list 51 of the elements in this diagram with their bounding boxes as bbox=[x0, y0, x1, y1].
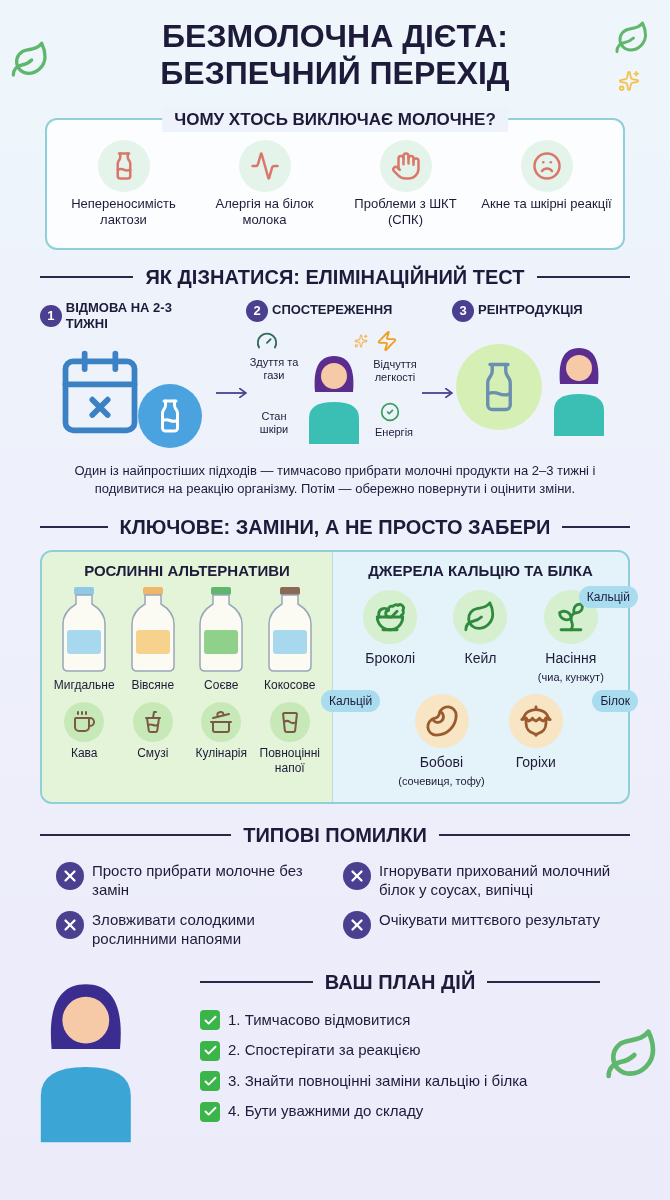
section-heading: КЛЮЧОВЕ: ЗАМІНИ, А НЕ ПРОСТО ЗАБЕРИ bbox=[119, 514, 551, 540]
title: БЕЗМОЛОЧНА ДІЄТА: БЕЗПЕЧНИЙ ПЕРЕХІД bbox=[159, 18, 511, 92]
panel-heading: ДЖЕРЕЛА КАЛЬЦІЮ ТА БІЛКА bbox=[367, 560, 594, 581]
arrow bbox=[421, 386, 453, 399]
step-number: 2 bbox=[246, 299, 268, 322]
reason-text: Акне та шкірні реакції bbox=[481, 195, 612, 212]
tag-pill: Кальцій bbox=[578, 585, 638, 608]
item-label: Вівсяне bbox=[131, 677, 175, 695]
item-note: (чиа, кунжут) bbox=[537, 670, 604, 686]
tag-pill: Кальцій bbox=[321, 689, 381, 712]
step-heading: СПОСТЕРЕЖЕННЯ bbox=[272, 302, 393, 319]
panel-heading: РОСЛИННІ АЛЬТЕРНАТИВИ bbox=[83, 560, 291, 581]
item-label: Мигдальне bbox=[53, 677, 115, 695]
reason-text: Непереносимість лактози bbox=[70, 195, 177, 229]
mistake-text: Зловживати солодкими рослинними напоями bbox=[92, 911, 256, 949]
reason-text: Алергія на білок молока bbox=[214, 195, 315, 229]
plan-step: 2. Спостерігати за реакцією bbox=[228, 1039, 421, 1062]
step-number: 1 bbox=[40, 304, 62, 327]
item-label: Насіння bbox=[545, 649, 597, 669]
section-heading: ТИПОВІ ПОМИЛКИ bbox=[243, 822, 427, 848]
item-label: Бобові bbox=[419, 752, 464, 772]
panel bbox=[42, 551, 332, 802]
item-note: (сочевиця, тофу) bbox=[398, 773, 485, 789]
section-heading: ВАШ ПЛАН ДІЙ bbox=[324, 969, 476, 995]
reason-text: Проблеми з ШКТ (СПК) bbox=[353, 195, 458, 229]
mistake-text: Просто прибрати молочне без замін bbox=[92, 861, 304, 900]
step-heading: ВІДМОВА НА 2-3 ТИЖНІ bbox=[65, 299, 173, 333]
plan-step: 3. Знайти повноцінні заміни кальцію і білка bbox=[228, 1069, 528, 1093]
observation-text: Відчуття легкості bbox=[372, 357, 418, 386]
mistake-text: Очікувати миттєвого результату bbox=[379, 911, 601, 931]
observation-text: Енергія bbox=[373, 425, 415, 440]
item-label: Смузі bbox=[137, 746, 169, 762]
plan-step: 1. Тимчасово відмовитися bbox=[228, 1008, 411, 1032]
observation-text: Здуття та гази bbox=[248, 355, 300, 384]
item-label: Соєве bbox=[204, 677, 239, 695]
paragraph: Один із найпростіших підходів — тимчасово прибрати молочні продукти на 2–3 тижні і подивитися на реакцію організму. Потім — обережно повернути і оцінити зміни. bbox=[73, 462, 597, 498]
step-number: 3 bbox=[452, 299, 474, 322]
item-label: Повноцінні напої bbox=[258, 746, 321, 777]
item-label: Кейл bbox=[464, 649, 497, 669]
item-label: Кокосове bbox=[264, 677, 316, 695]
item-label: Горіхи bbox=[515, 752, 556, 772]
plan-step: 4. Бути уважними до складу bbox=[228, 1100, 424, 1123]
item-label: Кулінарія bbox=[195, 746, 247, 762]
item-label: Кава bbox=[70, 746, 98, 762]
tag-pill: Білок bbox=[592, 689, 638, 712]
item-label: Броколі bbox=[365, 649, 416, 669]
observation-text: Стан шкіри bbox=[258, 409, 290, 438]
arrow bbox=[215, 386, 247, 399]
mistake-text: Ігнорувати прихований молочний білок у соусах, випічці bbox=[379, 861, 612, 900]
step-heading: РЕІНТРОДУКЦІЯ bbox=[478, 302, 583, 319]
section-heading: ЯК ДІЗНАТИСЯ: ЕЛІМІНАЦІЙНИЙ ТЕСТ bbox=[145, 264, 525, 290]
